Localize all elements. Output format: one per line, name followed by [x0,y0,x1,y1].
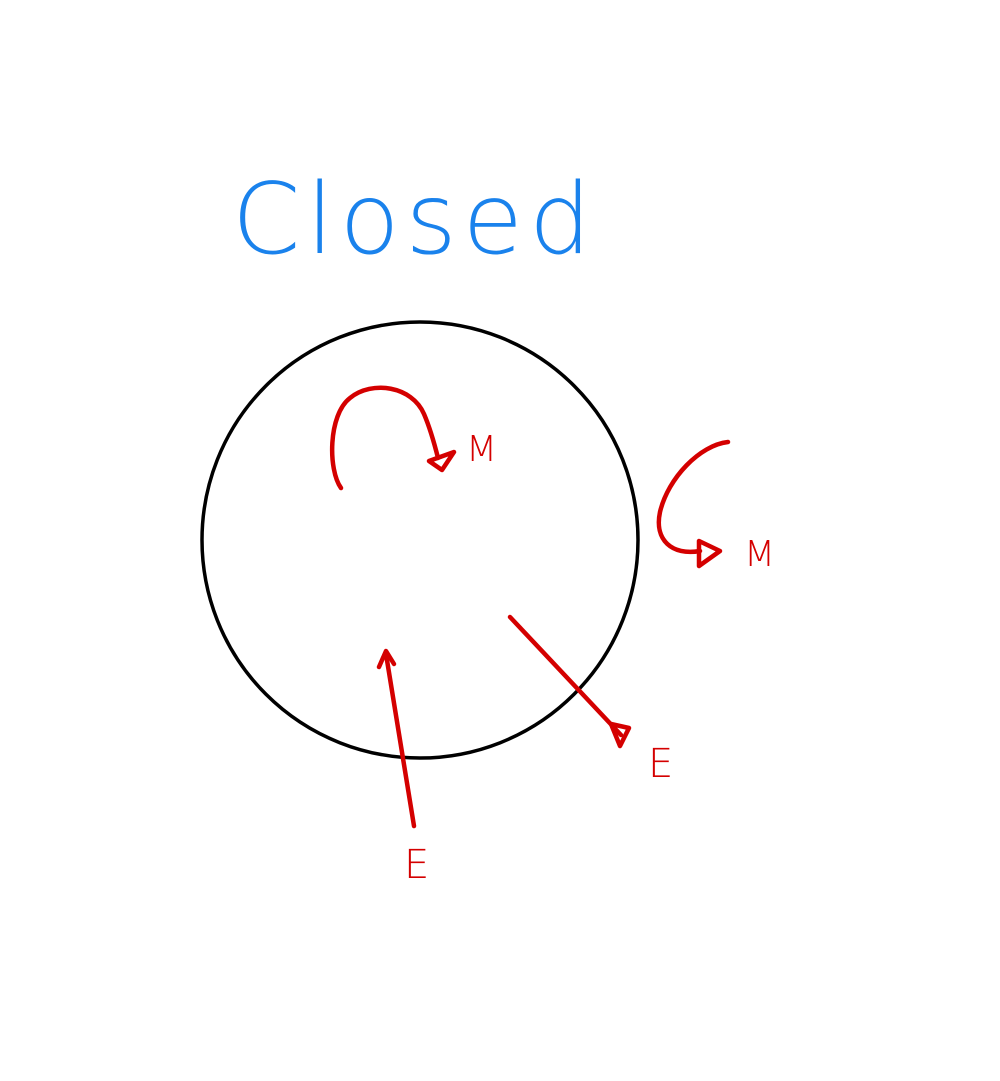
mass-outside-arrow [656,439,731,569]
energy-out-arrow [507,614,632,749]
system-boundary-circle [200,320,640,760]
energy-in-line [383,651,417,829]
diagram-title: Closed [232,163,597,277]
mass-outside-curve [656,439,731,555]
energy-in-arrow [376,648,417,829]
mass-inside-arrow [329,385,457,491]
mass-inside-label: M [466,429,499,470]
energy-out-line [507,614,624,738]
mass-inside-curve [329,385,441,491]
mass-outside-label: M [744,534,777,575]
energy-in-arrowhead [376,648,397,670]
mass-inside-arrowhead [426,449,457,473]
mass-outside-arrowhead [696,538,723,569]
energy-in-label: E [404,842,429,888]
energy-out-arrowhead [608,721,632,749]
energy-out-label: E [648,741,673,787]
